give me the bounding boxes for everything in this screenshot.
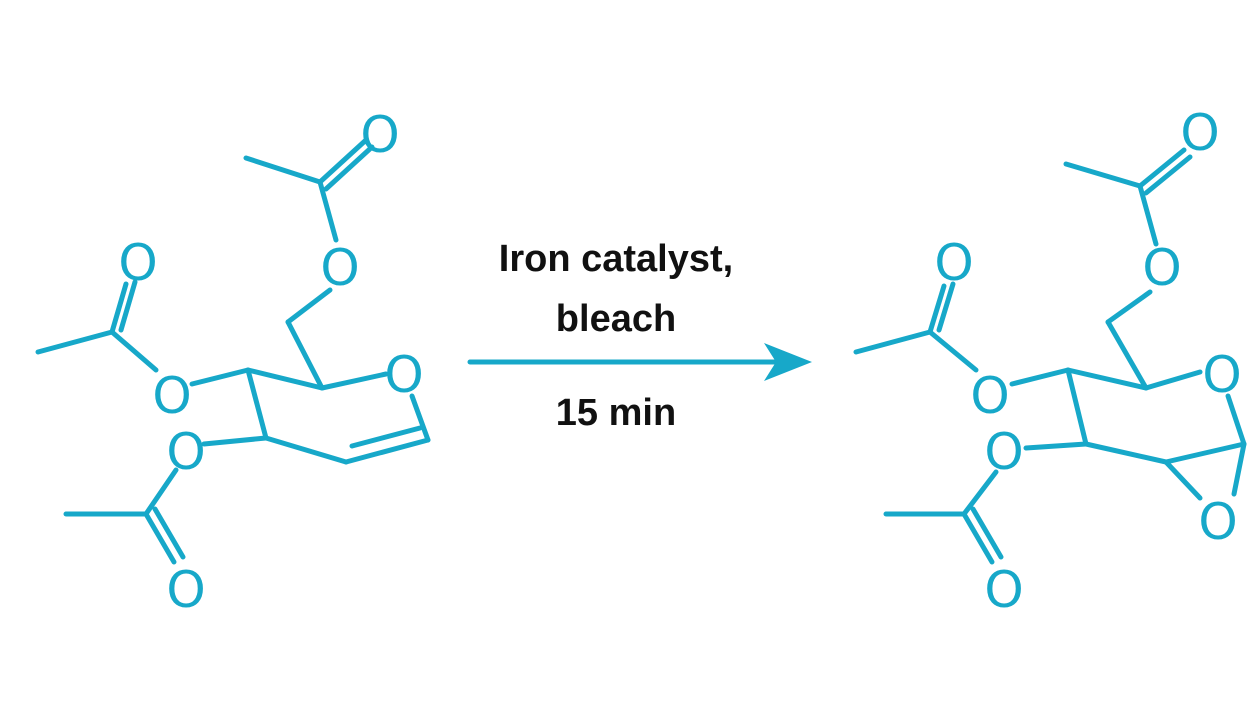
product-molecule	[853, 147, 1247, 565]
oxygen-label: O	[384, 346, 423, 404]
oxygen-label: O	[152, 367, 191, 425]
oxygen-label: O	[166, 561, 205, 619]
oxygen-label: O	[984, 423, 1023, 481]
oxygen-label: O	[1202, 346, 1241, 404]
oxygen-label: O	[360, 106, 399, 164]
oxygen-label: O	[1198, 493, 1237, 551]
oxygen-label: O	[970, 367, 1009, 425]
oxygen-label: O	[166, 423, 205, 481]
reaction-condition-oxidant: bleach	[556, 298, 676, 340]
reactant-atom-labels: O O O O O O O	[118, 106, 423, 619]
reaction-arrow	[467, 343, 812, 381]
reactant-molecule	[35, 137, 431, 565]
reaction-condition-time: 15 min	[556, 392, 676, 434]
oxygen-label: O	[1180, 104, 1219, 162]
oxygen-label: O	[984, 561, 1023, 619]
product-atom-labels: O O O O O O O O	[934, 104, 1241, 619]
oxygen-label: O	[320, 239, 359, 297]
arrowhead-icon	[764, 343, 812, 381]
oxygen-label: O	[1142, 239, 1181, 297]
oxygen-label: O	[118, 234, 157, 292]
reaction-condition-catalyst: Iron catalyst,	[499, 238, 733, 280]
oxygen-label: O	[934, 234, 973, 292]
